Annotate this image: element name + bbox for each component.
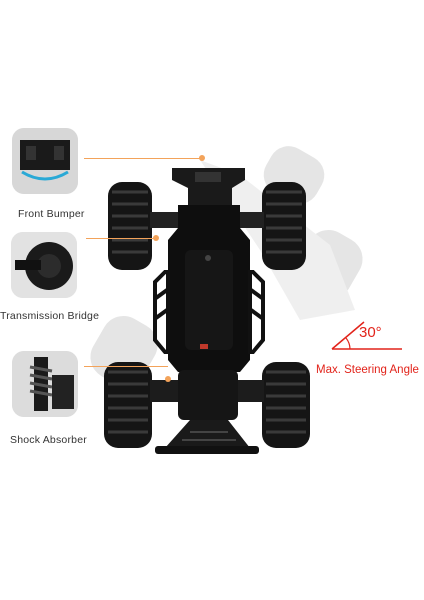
chassis-tub	[168, 205, 250, 372]
steering-angle-icon	[331, 321, 402, 350]
rear-left-wheel	[104, 362, 152, 448]
front-right-wheel	[262, 182, 306, 270]
front-plate	[172, 168, 245, 205]
rear-gearbox	[150, 370, 264, 454]
side-guards	[153, 270, 265, 354]
transmission-bridge-leader	[86, 238, 156, 239]
front-bumper-leader	[84, 158, 202, 159]
transmission-bridge-thumbnail	[11, 232, 77, 298]
rear-right-wheel	[262, 362, 310, 448]
steering-angle-value: 30°	[359, 324, 382, 341]
transmission-bridge-caption: Transmission Bridge	[0, 310, 100, 322]
front-bumper-dot	[199, 155, 205, 161]
steering-angle-label: Max. Steering Angle	[316, 364, 419, 376]
transmission-bridge-dot	[153, 235, 159, 241]
shock-absorber-dot	[165, 376, 171, 382]
front-left-wheel	[108, 182, 152, 270]
front-bumper-caption: Front Bumper	[18, 208, 85, 220]
shock-absorber-leader	[84, 366, 168, 367]
front-bumper-thumbnail	[12, 128, 78, 194]
shock-absorber-caption: Shock Absorber	[10, 434, 87, 446]
shock-absorber-thumbnail	[12, 351, 78, 417]
